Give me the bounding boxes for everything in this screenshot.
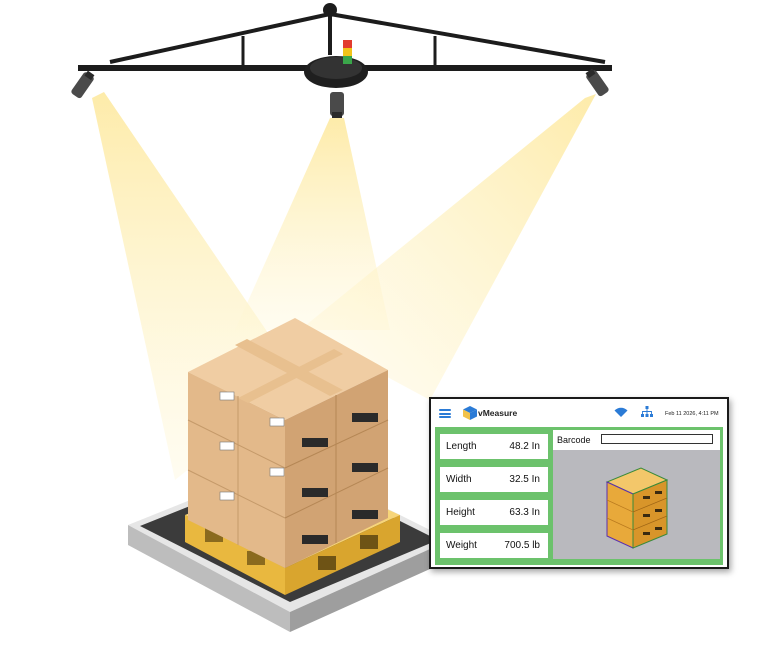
hamburger-menu-icon[interactable] [439,409,451,418]
width-value: 32.5 In [509,474,540,485]
weight-label: Weight [446,540,477,551]
weight-value: 700.5 lb [504,540,540,551]
length-label: Length [446,441,477,452]
length-value: 48.2 In [509,441,540,452]
overhead-frame [78,3,612,88]
brand-name: vMeasure [478,408,518,418]
weight-field: Weight 700.5 lb [440,533,548,558]
pallet-3d-preview [605,467,669,549]
preview-panel: Barcode [553,430,720,559]
stack-light [343,40,352,64]
wifi-icon[interactable] [614,407,628,417]
width-field: Width 32.5 In [440,467,548,492]
camera-center [330,92,344,118]
light-beam-center [235,118,390,330]
height-field: Height 63.3 In [440,500,548,525]
barcode-row: Barcode [553,430,720,450]
date-time: Feb 11 2026, 4:11 PM [665,411,719,417]
camera-right [585,68,609,97]
height-value: 63.3 In [509,507,540,518]
cube-logo-icon [463,406,477,420]
width-label: Width [446,474,472,485]
light-beam-right [300,94,596,400]
height-label: Height [446,507,475,518]
barcode-input[interactable] [601,434,713,444]
camera-left [71,70,95,99]
vmeasure-tablet-screen: vMeasure Feb 11 2026, 4:11 PM Length 48.… [429,397,729,569]
top-bar: vMeasure Feb 11 2026, 4:11 PM [431,399,727,427]
barcode-label: Barcode [557,435,591,445]
measurement-panel: Length 48.2 In Width 32.5 In Height 63.3… [435,427,723,565]
box-stack [187,318,389,568]
network-icon[interactable] [641,406,653,417]
length-field: Length 48.2 In [440,434,548,459]
